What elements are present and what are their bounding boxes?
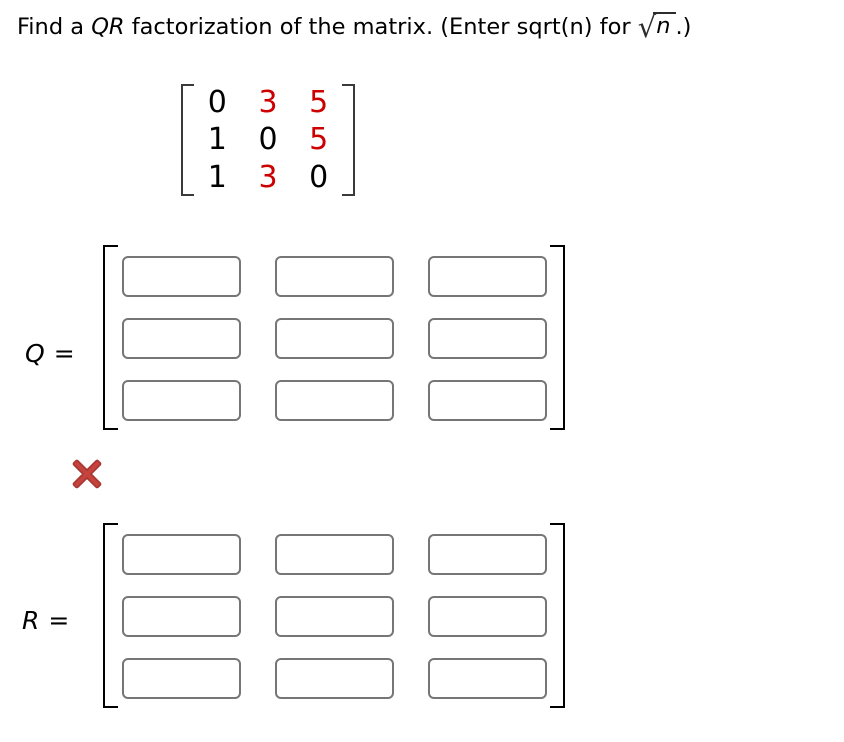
x-mark-glyph	[72, 459, 102, 489]
radical-icon: √	[637, 10, 657, 44]
q-equals-sign: =	[53, 339, 75, 368]
r-entry-13[interactable]	[428, 534, 547, 575]
q-entry-23[interactable]	[428, 318, 547, 359]
q-left-bracket	[103, 245, 118, 430]
r-letter: R	[22, 606, 40, 635]
matrix-cell-21: 1	[207, 122, 227, 158]
q-answer-matrix	[103, 245, 565, 430]
matrix-cell-11: 0	[207, 85, 227, 121]
problem-statement: Find a QR factorization of the matrix. (…	[17, 10, 691, 44]
q-entry-21[interactable]	[122, 318, 241, 359]
title-prefix: Find a	[17, 14, 92, 40]
r-entry-23[interactable]	[428, 596, 547, 637]
matrix-cell-12: 3	[258, 85, 278, 121]
q-input-grid	[122, 256, 547, 421]
r-entry-11[interactable]	[122, 534, 241, 575]
matrix-cell-32: 3	[258, 159, 278, 195]
incorrect-x-icon	[71, 458, 103, 490]
q-entry-32[interactable]	[275, 380, 394, 421]
matrix-cell-33: 0	[309, 159, 329, 195]
matrix-cell-13: 5	[309, 85, 329, 121]
title-qr-italic: QR	[91, 14, 125, 40]
matrix-cell-23: 5	[309, 122, 329, 158]
r-equals-sign: =	[48, 606, 70, 635]
q-entry-11[interactable]	[122, 256, 241, 297]
r-right-bracket	[550, 523, 565, 708]
q-right-bracket	[550, 245, 565, 430]
r-entry-21[interactable]	[122, 596, 241, 637]
r-entry-12[interactable]	[275, 534, 394, 575]
sqrt-expression: √n	[638, 10, 676, 44]
r-entry-33[interactable]	[428, 658, 547, 699]
q-entry-31[interactable]	[122, 380, 241, 421]
q-entry-12[interactable]	[275, 256, 394, 297]
r-answer-matrix	[103, 523, 565, 708]
title-suffix: .)	[675, 14, 692, 40]
q-entry-13[interactable]	[428, 256, 547, 297]
r-entry-22[interactable]	[275, 596, 394, 637]
q-label: Q=	[25, 339, 75, 368]
title-middle: factorization of the matrix. (Enter sqrt…	[124, 14, 638, 40]
q-entry-33[interactable]	[428, 380, 547, 421]
r-entry-31[interactable]	[122, 658, 241, 699]
sqrt-argument: n	[653, 12, 676, 38]
r-left-bracket	[103, 523, 118, 708]
matrix-cell-22: 0	[258, 122, 278, 158]
r-entry-32[interactable]	[275, 658, 394, 699]
matrix-left-bracket	[181, 84, 194, 196]
r-label: R=	[22, 606, 69, 635]
matrix-right-bracket	[342, 84, 355, 196]
r-input-grid	[122, 534, 547, 699]
q-entry-22[interactable]	[275, 318, 394, 359]
matrix-cell-31: 1	[207, 159, 227, 195]
q-letter: Q	[25, 339, 45, 368]
